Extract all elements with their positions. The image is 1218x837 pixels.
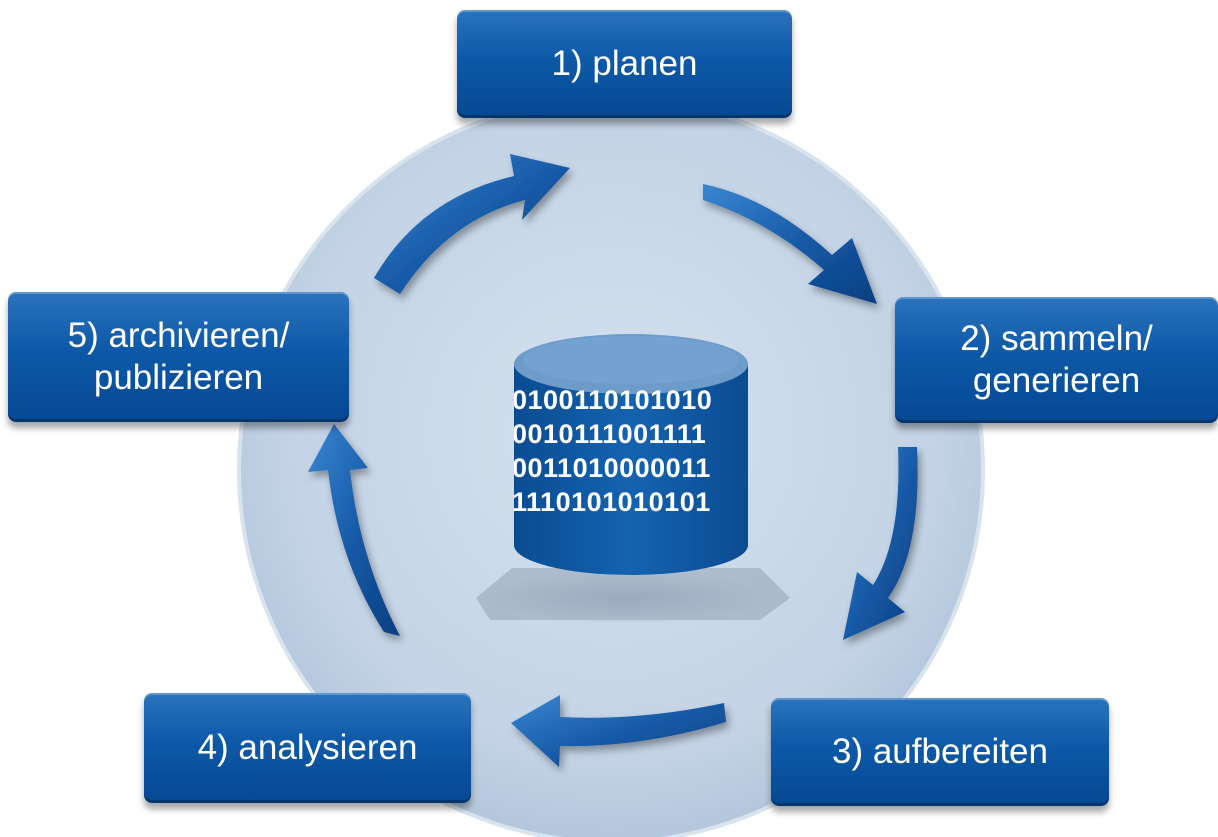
binary-line: 0011010000011 [512, 453, 711, 483]
step-label-line2: generieren [972, 361, 1141, 400]
arrow-sammeln-to-aufbereiten [843, 447, 918, 640]
step-label: 4) analysieren [197, 728, 418, 767]
arrow-aufbereiten-to-analysieren [511, 695, 726, 767]
database-icon [514, 334, 748, 575]
arrow-archivieren-to-planen [374, 154, 570, 294]
database-shadow-plate [476, 568, 790, 620]
cycle-arrows [308, 154, 918, 767]
step-label: 2) sammeln/ [960, 319, 1153, 358]
step-label: 1) planen [551, 44, 698, 83]
step-label: 3) aufbereiten [832, 732, 1048, 771]
step-archivieren-publizieren: 5) archivieren/ publizieren [8, 292, 349, 422]
step-planen: 1) planen [457, 10, 792, 118]
binary-line: 1110101010101 [512, 487, 711, 517]
arrow-planen-to-sammeln [703, 184, 877, 304]
binary-line: 0010111001111 [512, 419, 707, 449]
step-analysieren: 4) analysieren [144, 693, 471, 803]
step-aufbereiten: 3) aufbereiten [771, 698, 1109, 806]
step-label-line2: publizieren [93, 358, 264, 397]
step-label: 5) archivieren/ [67, 316, 290, 355]
database-binary-text: 0100110101010 0010111001111 001101000001… [512, 383, 752, 533]
arrow-analysieren-to-archivieren [308, 424, 400, 636]
binary-line: 0100110101010 [512, 385, 713, 415]
step-sammeln-generieren: 2) sammeln/ generieren [895, 297, 1218, 423]
